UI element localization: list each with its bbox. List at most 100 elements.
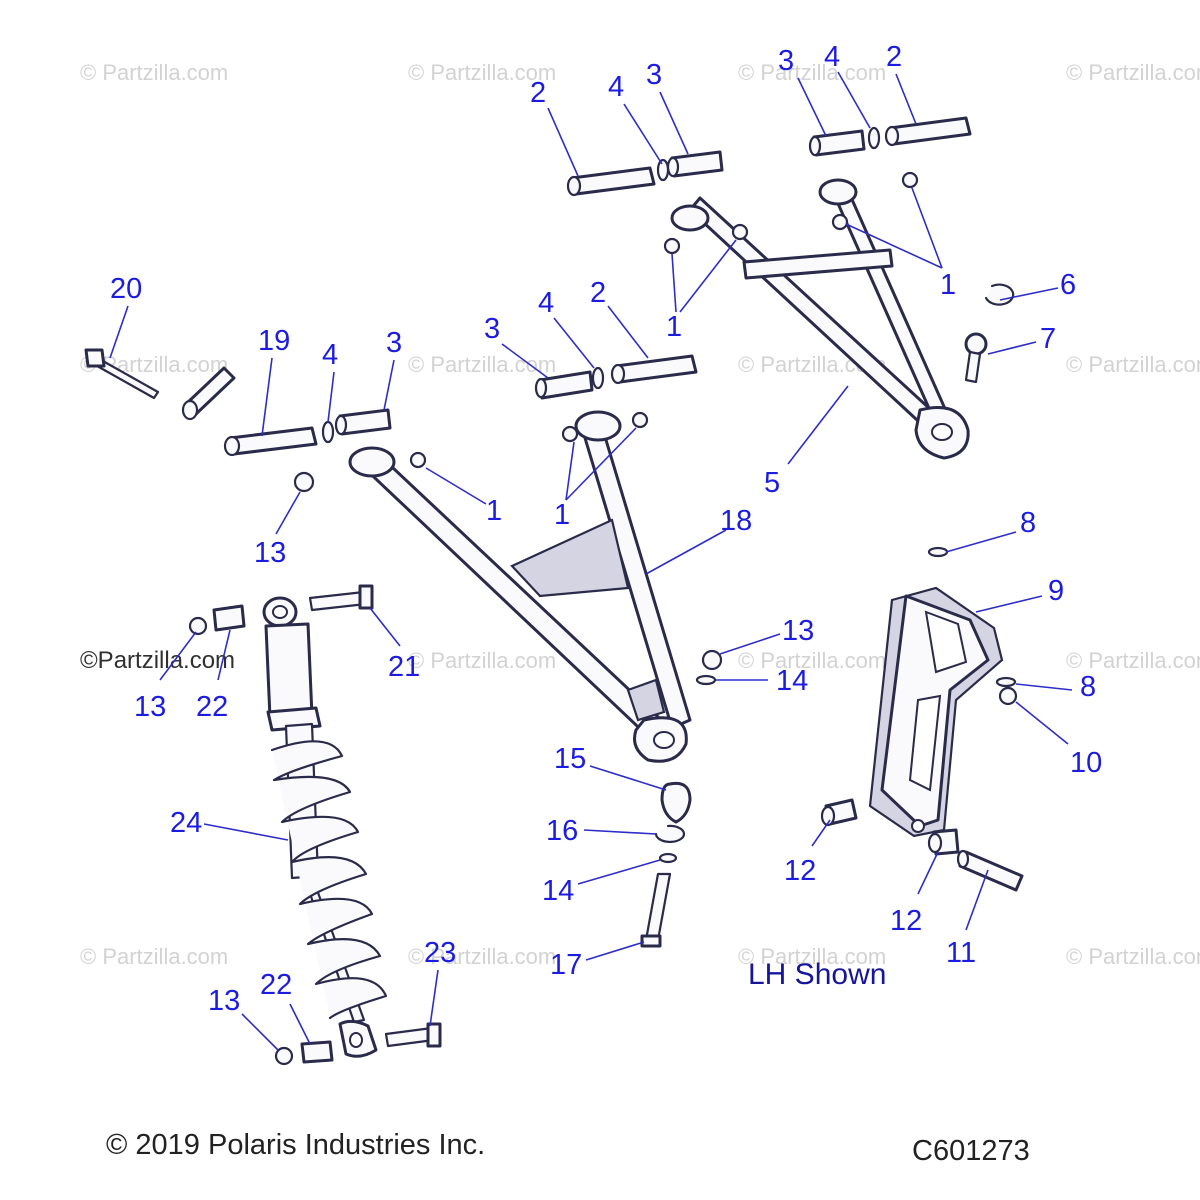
watermark: © Partzilla.com — [738, 60, 886, 85]
callout-2: 2 — [530, 77, 546, 109]
lower-arm-end-gusset — [626, 678, 666, 722]
knuckle-window-lower — [908, 694, 942, 792]
nuts-lower-arm — [409, 411, 649, 469]
callout-8: 8 — [1020, 507, 1036, 539]
callout-20: 20 — [110, 273, 142, 305]
leader-line — [911, 187, 943, 269]
callout-13: 13 — [782, 615, 814, 647]
washer-8 — [995, 676, 1017, 688]
lower-arm-front-tube — [356, 450, 674, 744]
leader-line — [811, 819, 831, 847]
shock-top-eye-bore — [272, 605, 288, 619]
ball-joint-ball — [964, 332, 988, 356]
leader-line — [917, 851, 939, 895]
leader-line — [109, 305, 129, 359]
pivot-pin-group-mid — [534, 354, 698, 400]
sleeve-end — [334, 414, 348, 436]
callout-4: 4 — [608, 71, 624, 103]
callout-21: 21 — [388, 651, 420, 683]
ball-joint-stud — [964, 350, 982, 384]
shock-reservoir-body — [264, 622, 314, 720]
knuckle-pin-end — [956, 849, 970, 869]
knuckle-pin-11 — [956, 849, 1024, 892]
lock-nut-1 — [731, 223, 749, 241]
callout-9: 9 — [1048, 575, 1064, 607]
leader-line — [275, 491, 301, 535]
leader-line — [261, 357, 273, 437]
leader-lines — [109, 71, 1073, 1051]
callout-3: 3 — [484, 313, 500, 345]
callout-12: 12 — [890, 905, 922, 937]
long-bolt-head — [84, 348, 106, 368]
lock-nut-1 — [663, 237, 681, 255]
callout-12: 12 — [784, 855, 816, 887]
shock-bolt-21-head — [358, 584, 374, 610]
callout-13: 13 — [254, 537, 286, 569]
upper-arm-rear-bushing — [818, 178, 858, 206]
leader-line — [565, 441, 575, 501]
callout-3: 3 — [386, 327, 402, 359]
leader-line — [217, 629, 231, 681]
shock-bolt-23-head — [426, 1022, 442, 1048]
lock-nut-1 — [561, 425, 579, 443]
washer-14 — [695, 674, 717, 686]
pivot-bolt-2 — [614, 354, 698, 384]
leader-line — [671, 253, 677, 313]
lower-a-arm-18 — [348, 410, 692, 763]
callout-3: 3 — [646, 59, 662, 91]
leader-line — [289, 1003, 311, 1045]
view-note: LH Shown — [748, 958, 886, 991]
sleeve-end — [808, 135, 822, 157]
callout-1: 1 — [940, 269, 956, 301]
pivot-pin-group-left — [84, 348, 392, 493]
callout-14: 14 — [776, 665, 808, 697]
callout-16: 16 — [546, 815, 578, 847]
lock-nut-10 — [998, 686, 1018, 706]
callout-4: 4 — [824, 41, 840, 73]
leader-line — [659, 91, 689, 155]
spacer-22 — [300, 1040, 334, 1064]
watermark: © Partzilla.com — [80, 60, 228, 85]
shock-bolt-23 — [384, 1022, 442, 1048]
watermark: © Partzilla.com — [1066, 648, 1200, 673]
callout-7: 7 — [1040, 323, 1056, 355]
bolt-17-head — [640, 934, 662, 948]
pivot-bolt-eye — [610, 363, 626, 385]
bushing-ring-4 — [321, 420, 335, 444]
leader-line — [999, 287, 1059, 301]
pivot-bolt-2 — [570, 166, 656, 196]
knuckle-bushing-12-lower — [927, 828, 960, 856]
ball-joint-7 — [964, 332, 988, 384]
knuckle-pivot-hole — [911, 819, 925, 833]
callout-22: 22 — [196, 691, 228, 723]
callout-23: 23 — [424, 937, 456, 969]
watermark: © Partzilla.com — [408, 352, 556, 377]
copyright-notice: © 2019 Polaris Industries Inc. — [106, 1129, 485, 1161]
pivot-bolt-eye — [566, 175, 582, 197]
retaining-ring-6 — [984, 283, 1015, 306]
callout-5: 5 — [764, 467, 780, 499]
watermark: © Partzilla.com — [1066, 944, 1200, 969]
upper-a-arm-5 — [670, 178, 970, 460]
leader-line — [845, 223, 943, 269]
callout-1: 1 — [666, 311, 682, 343]
leader-line — [679, 239, 737, 313]
leader-line — [369, 607, 401, 647]
sleeve-end — [666, 156, 680, 178]
coil-spring-24 — [270, 740, 388, 1020]
callout-13: 13 — [208, 985, 240, 1017]
callout-1: 1 — [554, 499, 570, 531]
nuts-upper-arm — [663, 171, 919, 255]
leader-line — [645, 529, 727, 575]
leader-line — [607, 305, 649, 359]
pivot-bolt-19 — [228, 426, 318, 456]
callout-3: 3 — [778, 45, 794, 77]
knuckle-pin-body — [958, 850, 1024, 892]
callout-8: 8 — [1080, 671, 1096, 703]
lock-nut-13 — [188, 616, 208, 636]
leader-line — [577, 859, 661, 885]
leader-line — [945, 531, 1017, 553]
pivot-pin-group-top-left — [566, 150, 724, 197]
leader-line — [585, 941, 645, 961]
callout-4: 4 — [322, 339, 338, 371]
